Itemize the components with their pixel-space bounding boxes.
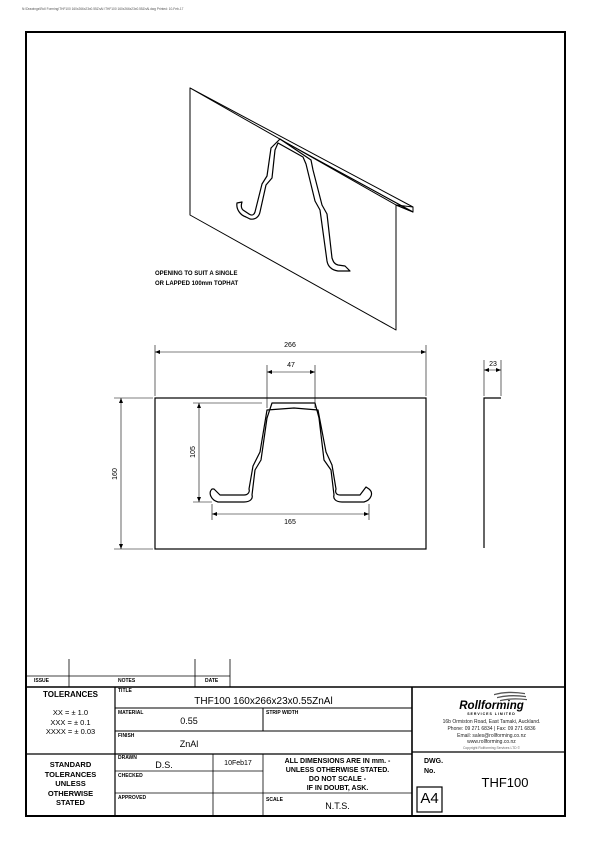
material-label: MATERIAL: [118, 710, 144, 716]
title-block-grid: [26, 659, 565, 816]
side-view: [483, 397, 501, 548]
isometric-view: [189, 87, 414, 331]
tolerances-list: XX = ± 1.0 XXX = ± 0.1 XXXX = ± 0.03: [26, 708, 115, 737]
company-name: Rollforming: [459, 700, 524, 712]
tolerance-xx: XX = ± 1.0: [52, 708, 89, 717]
dimension-lines: [114, 345, 502, 550]
front-view-cutout: [209, 402, 373, 503]
standard-tol-line: UNLESS: [55, 779, 86, 788]
standard-tol-line: STANDARD: [49, 760, 92, 769]
standard-tol-line: TOLERANCES: [44, 769, 97, 779]
drawing-number: THF100: [481, 775, 529, 790]
scale-value: N.T.S.: [325, 801, 350, 811]
company-block: Rollforming SERVICES LIMITED 16b Ormisto…: [418, 700, 565, 751]
note-line: DO NOT SCALE -: [308, 776, 367, 783]
dwg-label: DWG.: [424, 758, 444, 765]
tolerance-xxx: XXX = ± 0.1: [50, 717, 91, 727]
dwg-no-label: No.: [424, 768, 436, 775]
company-website: www.rollforming.co.nz: [467, 739, 516, 746]
file-path-header: N:\Drawings\Roll Forming\THF100 160x266x…: [22, 7, 184, 11]
company-phone: Phone: 09 271 6834 | Fax: 09 271 6836: [447, 725, 536, 732]
tolerances-label: TOLERANCES: [43, 690, 98, 699]
standard-tol-line: OTHERWISE: [47, 788, 94, 798]
dim-profile-height: 105: [190, 446, 197, 458]
isometric-cutout: [236, 138, 351, 272]
front-view-outline: [154, 397, 427, 550]
drawn-by: D.S.: [155, 760, 173, 770]
company-subtitle: SERVICES LIMITED: [467, 712, 516, 716]
company-address: 16b Ormiston Road, East Tamaki, Auckland…: [442, 719, 541, 725]
date-label: DATE: [205, 678, 219, 684]
drawing-frame: [25, 31, 566, 817]
note-line: UNLESS OTHERWISE STATED.: [285, 767, 390, 774]
copyright: Copyright Rollforming Services LTD ©: [462, 746, 521, 750]
finish-label: FINISH: [118, 733, 135, 739]
annotation-line-2: OR LAPPED 100mm TOPHAT: [155, 281, 238, 287]
scale-label: SCALE: [266, 797, 283, 803]
standard-tol-line: STATED: [56, 798, 85, 807]
strip-width-label: STRIP WIDTH: [266, 710, 299, 716]
note-line: ALL DIMENSIONS ARE IN mm. -: [284, 758, 391, 765]
checked-label: CHECKED: [118, 773, 143, 779]
annotation-line-1: OPENING TO SUIT A SINGLE: [155, 271, 237, 277]
approved-label: APPROVED: [118, 795, 147, 801]
issue-label: ISSUE: [34, 678, 50, 684]
dimensions-note: ALL DIMENSIONS ARE IN mm. - UNLESS OTHER…: [263, 757, 412, 793]
note-line: IF IN DOUBT, ASK.: [306, 785, 369, 792]
finish-value: ZnAl: [179, 739, 199, 749]
dim-lip: 23: [489, 361, 497, 368]
company-email: Email: sales@rollforming.co.nz: [457, 732, 526, 739]
title-label: TITLE: [118, 688, 132, 694]
drawing-title: THF100 160x266x23x0.55ZnAl: [194, 696, 333, 707]
dim-base-opening: 165: [284, 519, 296, 526]
company-logo-icon: [494, 691, 527, 702]
sheet-size: A4: [420, 790, 439, 807]
drawn-date: 10Feb17: [224, 760, 252, 767]
tolerance-xxxx: XXXX = ± 0.03: [45, 727, 96, 736]
dim-overall-width: 266: [284, 342, 296, 349]
notes-label: NOTES: [118, 678, 136, 684]
standard-tolerances-note: STANDARD TOLERANCES UNLESS OTHERWISE STA…: [26, 760, 115, 808]
material-value: 0.55: [180, 716, 198, 726]
dim-top-opening: 47: [287, 362, 295, 369]
drawn-label: DRAWN: [118, 755, 137, 761]
dim-height: 160: [112, 468, 119, 480]
